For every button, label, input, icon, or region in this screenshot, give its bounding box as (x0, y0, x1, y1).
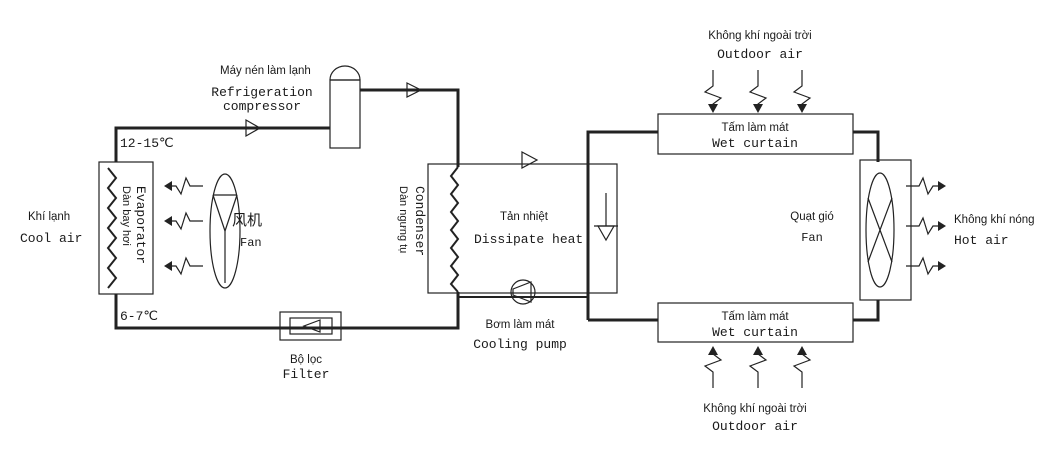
fan-left-label-zh: 风机 (232, 211, 263, 229)
fan-left-label-en: Fan (240, 236, 262, 250)
filter-label-en: Filter (282, 367, 330, 382)
temperature-high-label: 12-15℃ (120, 136, 174, 151)
dissipate-label-vi: Tản nhiệt (500, 211, 548, 223)
condenser-label-vi: Dàn ngưng tụ (397, 186, 409, 254)
outdoor-air-top-label-vi: Không khí ngoài trời (708, 30, 812, 42)
water-pipe-pump-line (457, 292, 588, 298)
cooling-pump-icon (510, 279, 536, 305)
water-pipe-top (586, 130, 658, 320)
fan-right-label-en: Fan (801, 231, 823, 245)
refrigerant-pipe-compressor-out (360, 88, 460, 167)
pump-label-vi: Bơm làm mát (485, 319, 555, 331)
refrigerant-pipe-bottom (114, 292, 460, 330)
compressor-label-en-2: compressor (222, 99, 302, 114)
evaporator-label-en: Evaporator (133, 186, 148, 265)
condenser-label-en: Condenser (412, 186, 427, 257)
cool-air-flow-arrows-icon (164, 176, 203, 276)
fan-right-icon (859, 159, 912, 301)
filter-label-vi: Bộ lọc (290, 354, 322, 366)
wet-curtain-bottom-label-en: Wet curtain (708, 326, 802, 339)
water-pipe-top-right (853, 130, 880, 162)
flow-arrow-icon (521, 151, 539, 169)
wet-curtain-top-label-vi: Tấm làm mát (717, 122, 793, 135)
evaporator-coil-icon (98, 161, 154, 295)
condenser-coil-icon (427, 163, 618, 294)
wet-curtain-top-icon (657, 113, 854, 155)
temperature-low-label: 6-7℃ (120, 309, 159, 324)
flow-arrow-icon (406, 82, 423, 98)
outdoor-air-top-label-en: Outdoor air (717, 47, 803, 62)
compressor-label-en-1: Refrigeration (211, 85, 313, 100)
wet-curtain-top-label-en: Wet curtain (708, 137, 802, 150)
hot-air-label-en: Hot air (954, 233, 1009, 248)
compressor-icon (329, 65, 361, 149)
hot-air-flow-arrows-icon (906, 176, 946, 276)
pump-label-en: Cooling pump (473, 337, 567, 352)
cool-air-label-vi: Khí lạnh (28, 211, 71, 223)
outdoor-air-bottom-label-en: Outdoor air (712, 419, 798, 434)
flow-arrow-icon (245, 118, 262, 138)
hot-air-label-vi: Không khí nóng (954, 214, 1035, 226)
fan-propeller-icon (209, 173, 241, 289)
filter-icon (279, 311, 342, 341)
outdoor-air-top-arrows-icon (703, 70, 812, 113)
cool-air-label-en: Cool air (20, 231, 83, 246)
refrigerant-pipe-top (114, 126, 330, 162)
dissipate-label-en: Dissipate heat (474, 232, 584, 247)
outdoor-air-bottom-arrows-icon (703, 346, 812, 388)
wet-curtain-bottom-icon (657, 302, 854, 343)
water-pipe-bottom (853, 300, 880, 322)
compressor-label-vi: Máy nén làm lạnh (220, 65, 311, 77)
evaporator-label-vi: Dàn bay hơi (120, 186, 132, 246)
fan-right-label-vi: Quạt gió (790, 211, 834, 223)
wet-curtain-bottom-label-vi: Tấm làm mát (717, 311, 793, 324)
outdoor-air-bottom-label-vi: Không khí ngoài trời (703, 403, 807, 415)
down-flow-arrow-icon (594, 193, 618, 242)
